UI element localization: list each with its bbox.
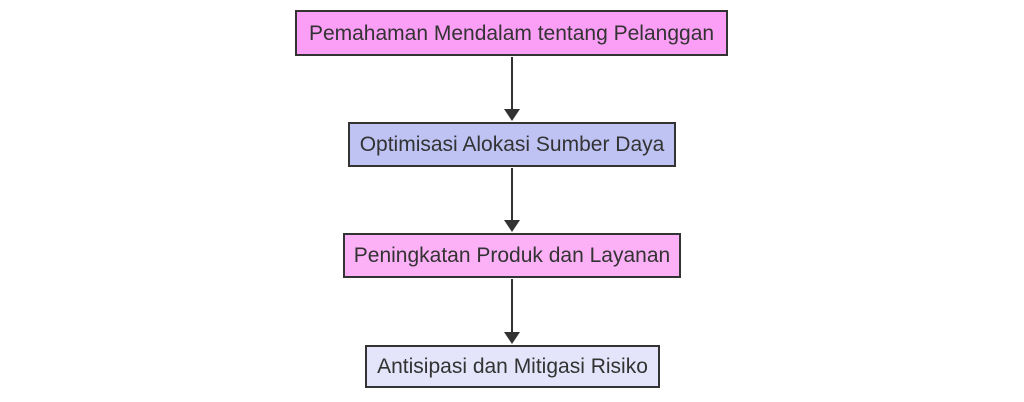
edge-line xyxy=(511,168,513,223)
edge-line xyxy=(511,57,513,112)
flowchart-node-peningkatan-produk-layanan: Peningkatan Produk dan Layanan xyxy=(343,233,681,278)
arrowhead-down-icon xyxy=(504,220,520,232)
flowchart-node-antisipasi-mitigasi-risiko: Antisipasi dan Mitigasi Risiko xyxy=(365,345,660,388)
arrowhead-down-icon xyxy=(504,109,520,121)
flowchart-node-pemahaman-pelanggan: Pemahaman Mendalam tentang Pelanggan xyxy=(295,10,728,56)
edge-line xyxy=(511,279,513,335)
edge-arrow-3 xyxy=(504,279,520,344)
flowchart-node-optimisasi-sumber-daya: Optimisasi Alokasi Sumber Daya xyxy=(348,122,676,167)
edge-arrow-1 xyxy=(504,57,520,121)
arrowhead-down-icon xyxy=(504,332,520,344)
edge-arrow-2 xyxy=(504,168,520,232)
